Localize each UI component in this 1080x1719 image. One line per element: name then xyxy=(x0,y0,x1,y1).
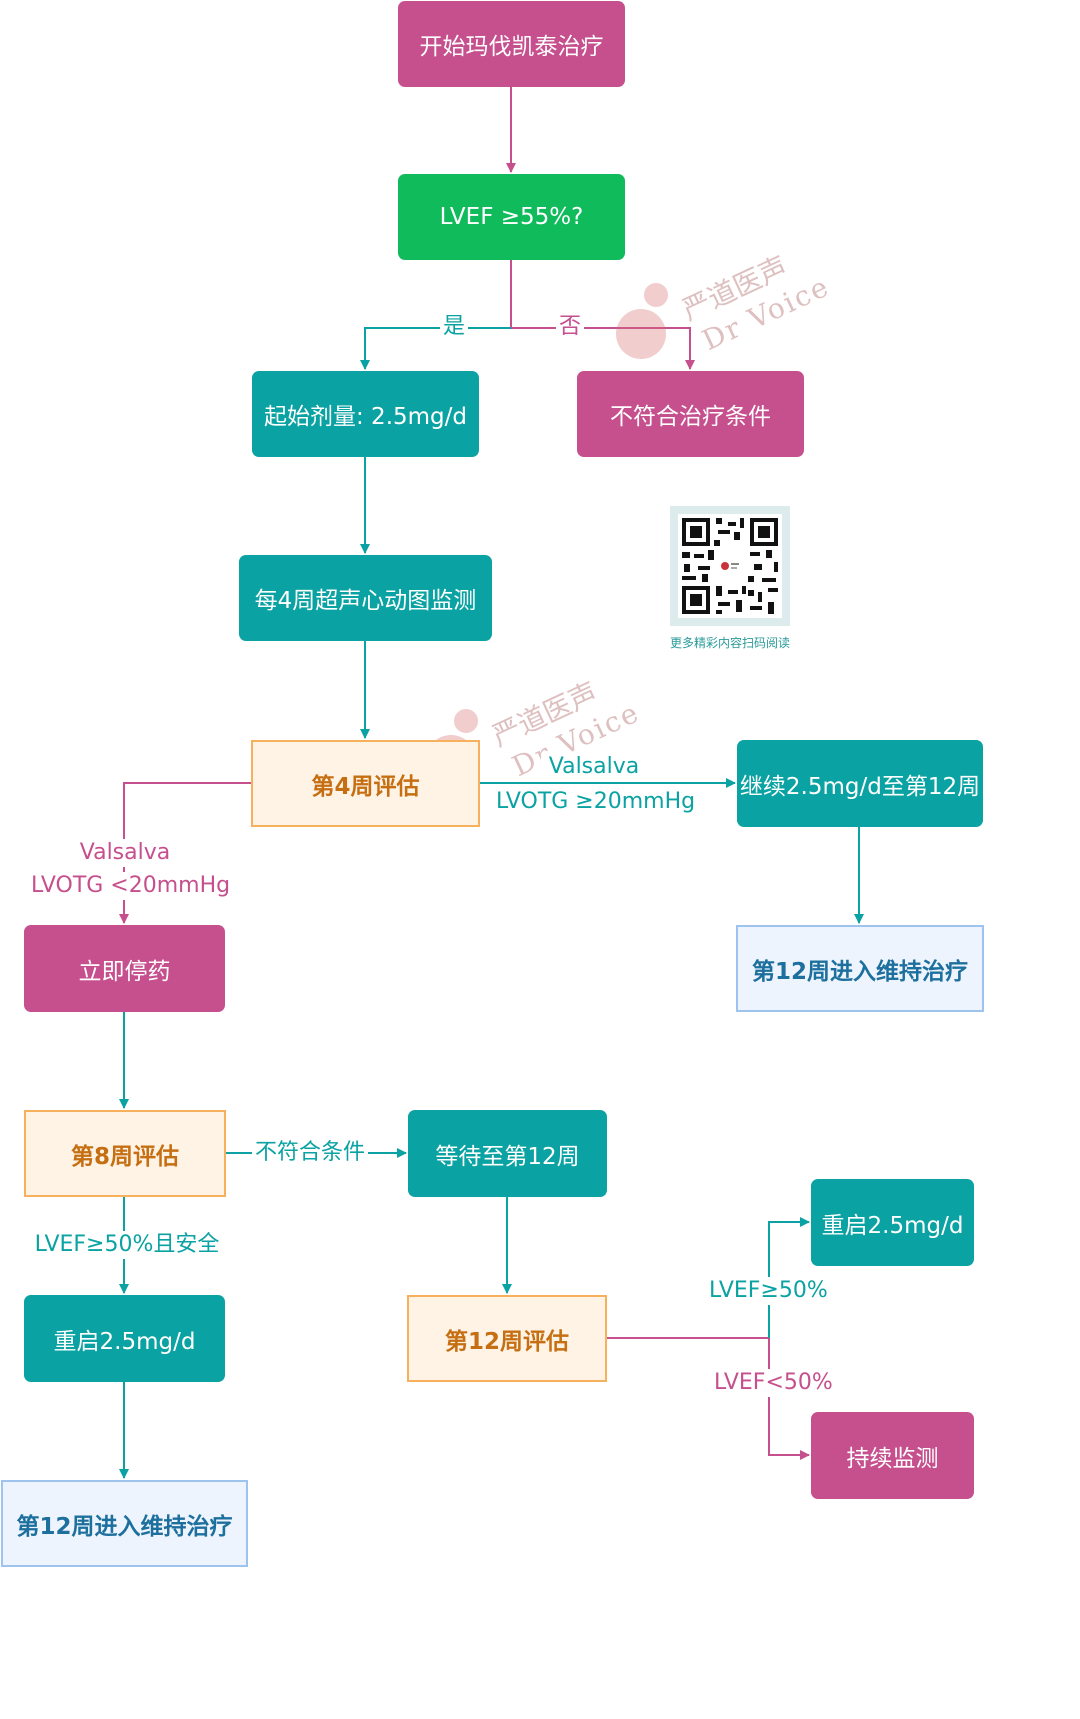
edge-label-lvef50-safe: LVEF≥50%且安全 xyxy=(24,1231,230,1259)
node-week12-eval: 第12周评估 xyxy=(407,1295,607,1382)
edge-no xyxy=(511,327,695,370)
edge-label-valsalva-high-line1: Valsalva xyxy=(541,753,647,781)
edge-label-no: 否 xyxy=(556,313,585,341)
node-start-dose: 起始剂量: 2.5mg/d xyxy=(252,371,479,457)
edge-label-lvef-lt50: LVEF<50% xyxy=(711,1369,836,1397)
node-wait-week12: 等待至第12周 xyxy=(408,1110,607,1197)
edge-label-lvef-ge50: LVEF≥50% xyxy=(706,1277,831,1305)
node-restart-right: 重启2.5mg/d xyxy=(811,1179,974,1266)
node-maint-right: 第12周进入维持治疗 xyxy=(736,925,984,1012)
node-lvef-check: LVEF ≥55%? xyxy=(398,174,625,260)
node-stop-drug: 立即停药 xyxy=(24,925,225,1012)
node-start: 开始玛伐凯泰治疗 xyxy=(398,1,625,87)
node-week4-eval: 第4周评估 xyxy=(251,740,480,827)
edge-label-valsalva-low-line2: LVOTG <20mmHg xyxy=(28,872,230,900)
node-restart-left: 重启2.5mg/d xyxy=(24,1295,225,1382)
edge-label-valsalva-high-line2: LVOTG ≥20mmHg xyxy=(493,788,695,816)
edge-yes xyxy=(360,327,511,370)
qr-code-frame xyxy=(670,506,790,626)
node-echo-monitor: 每4周超声心动图监测 xyxy=(239,555,492,641)
edge-label-valsalva-low-line1: Valsalva xyxy=(72,839,178,867)
node-maint-left: 第12周进入维持治疗 xyxy=(1,1480,248,1567)
node-continue-dose: 继续2.5mg/d至第12周 xyxy=(737,740,983,827)
node-not-eligible: 不符合治疗条件 xyxy=(577,371,804,457)
qr-caption: 更多精彩内容扫码阅读 xyxy=(669,636,790,650)
node-continue-monitor: 持续监测 xyxy=(811,1412,974,1499)
edge-label-yes: 是 xyxy=(440,313,469,341)
flowchart-canvas: 严道医声 Dr Voice 严道医声 Dr Voice xyxy=(1,1,984,1567)
qr-code-icon xyxy=(682,518,778,614)
node-week8-eval: 第8周评估 xyxy=(24,1110,226,1197)
edge-label-not-eligible-cond: 不符合条件 xyxy=(252,1139,369,1167)
